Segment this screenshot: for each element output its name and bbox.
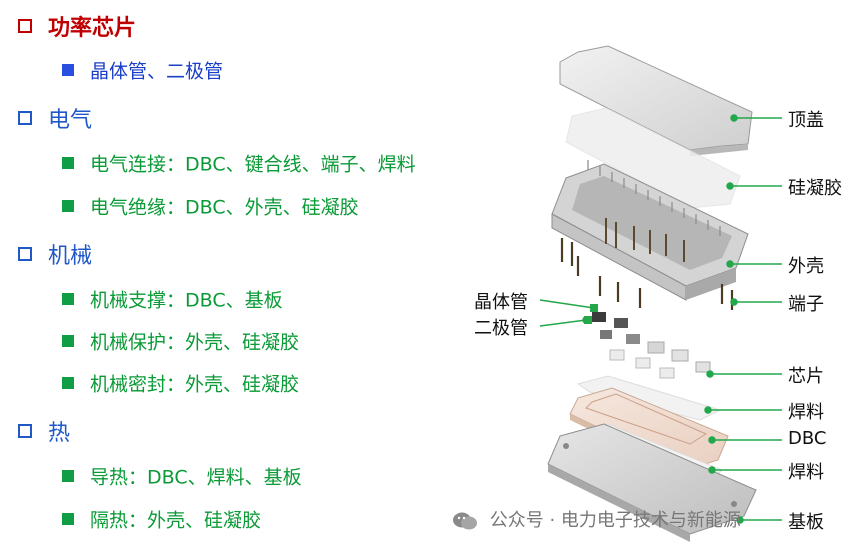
label-housing: 外壳 — [788, 256, 824, 277]
label-gel: 硅凝胶 — [788, 178, 842, 199]
filled-square-bullet-icon — [62, 470, 74, 482]
housing-part — [551, 160, 749, 301]
chips-layer — [584, 304, 711, 379]
outline-heading: 热 — [48, 421, 71, 446]
filled-square-bullet-icon — [62, 157, 74, 169]
outline-subitem: 隔热：外壳、硅凝胶 — [90, 509, 262, 532]
watermark: 公众号 · 电力电子技术与新能源 — [452, 506, 741, 532]
outline-subitem: 电气绝缘：DBC、外壳、硅凝胶 — [90, 196, 359, 219]
label-solder-upper: 焊料 — [788, 402, 824, 423]
label-solder-lower: 焊料 — [788, 462, 824, 483]
label-lid: 顶盖 — [788, 110, 824, 131]
leader-lines — [539, 114, 782, 524]
outline-heading: 功率芯片 — [48, 16, 137, 41]
wechat-icon — [453, 512, 477, 530]
label-terminal: 端子 — [788, 294, 824, 315]
filled-square-bullet-icon — [62, 293, 74, 305]
base-plate — [547, 423, 757, 542]
filled-square-bullet-icon — [62, 200, 74, 212]
outline-heading: 机械 — [48, 244, 93, 269]
outline-subitem: 电气连接：DBC、键合线、端子、焊料 — [90, 153, 416, 176]
solder-upper-layer — [576, 375, 722, 421]
outline-subitem: 机械保护：外壳、硅凝胶 — [90, 331, 300, 354]
gel-part — [565, 107, 741, 209]
filled-square-bullet-icon — [62, 513, 74, 525]
filled-square-bullet-icon — [62, 377, 74, 389]
label-chip: 芯片 — [788, 366, 824, 387]
label-transistor: 晶体管 — [474, 292, 528, 313]
hollow-square-bullet-icon — [18, 247, 32, 261]
filled-square-bullet-icon — [62, 64, 74, 76]
label-base: 基板 — [788, 512, 824, 533]
outline-heading: 电气 — [48, 108, 93, 133]
label-dbc: DBC — [788, 428, 827, 449]
outline-subitem: 晶体管、二极管 — [90, 60, 224, 83]
watermark-text: 公众号 · 电力电子技术与新能源 — [489, 510, 741, 531]
outline-subitem: 机械支撑：DBC、基板 — [90, 289, 283, 312]
hollow-square-bullet-icon — [18, 424, 32, 438]
filled-square-bullet-icon — [62, 335, 74, 347]
outline-subitem: 机械密封：外壳、硅凝胶 — [90, 373, 300, 396]
lid-part — [559, 45, 753, 156]
hollow-square-bullet-icon — [18, 19, 32, 33]
hollow-square-bullet-icon — [18, 111, 32, 125]
label-diode: 二极管 — [474, 318, 528, 339]
outline-subitem: 导热：DBC、焊料、基板 — [90, 466, 302, 489]
